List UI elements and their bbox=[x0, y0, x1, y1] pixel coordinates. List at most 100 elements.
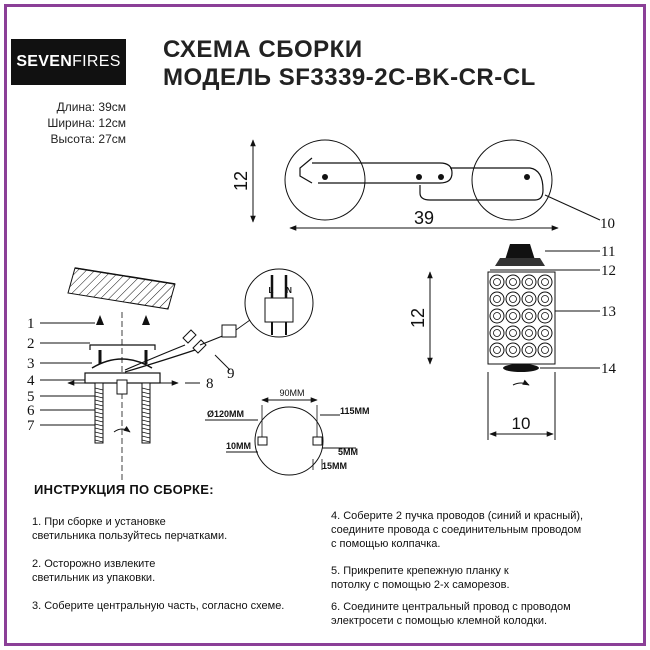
thread bbox=[141, 435, 151, 439]
shade-bottom-ring bbox=[503, 364, 539, 372]
diameter-label: Ø120ММ bbox=[207, 409, 244, 419]
instructions-heading: ИНСТРУКЦИЯ ПО СБОРКЕ: bbox=[34, 482, 214, 497]
part13-label: 13 bbox=[601, 304, 616, 320]
dimensions-block: Длина: 39см Ширина: 12см Высота: 27см bbox=[47, 99, 126, 147]
instruction-4: 4. Соберите 2 пучка проводов (синий и кр… bbox=[331, 509, 636, 551]
crystal bbox=[489, 274, 505, 290]
page-title: СХЕМА СБОРКИ МОДЕЛЬ SF3339-2C-BK-CR-CL bbox=[163, 36, 536, 92]
instruction-5-line-1: 5. Прикрепите крепежную планку к bbox=[331, 565, 509, 577]
plate-top-label: 90ММ bbox=[279, 388, 304, 398]
crystal bbox=[505, 291, 521, 307]
crystal-facet bbox=[509, 346, 517, 354]
center-nut bbox=[116, 379, 128, 395]
crystal-facet bbox=[525, 295, 533, 303]
thread bbox=[141, 439, 151, 443]
title-line-1: СХЕМА СБОРКИ bbox=[163, 36, 363, 63]
thread bbox=[94, 387, 104, 391]
crystal-facet bbox=[509, 278, 517, 286]
thread bbox=[94, 411, 104, 415]
thread bbox=[94, 391, 104, 395]
crystal bbox=[537, 308, 553, 324]
crystal-facet bbox=[525, 346, 533, 354]
thread bbox=[141, 403, 151, 407]
crystal-facet bbox=[493, 312, 501, 320]
part4-label: 4 bbox=[27, 373, 35, 389]
thread bbox=[94, 439, 104, 443]
thread bbox=[94, 435, 104, 439]
thread bbox=[94, 407, 104, 411]
instruction-4-line-3: с помощью колпачка. bbox=[331, 538, 441, 550]
dim-width: Ширина: 12см bbox=[47, 116, 126, 130]
plate-circle bbox=[254, 406, 324, 476]
part7-label: 7 bbox=[27, 418, 35, 434]
part2-label: 2 bbox=[27, 336, 35, 352]
part14-label: 14 bbox=[601, 361, 617, 377]
zoom-wires bbox=[270, 275, 288, 298]
crystal-facet bbox=[493, 346, 501, 354]
instruction-4-line-2: соедините провода с соединительным прово… bbox=[331, 524, 582, 536]
crystal bbox=[505, 274, 521, 290]
top-screw-1 bbox=[322, 174, 328, 180]
top-screw-4 bbox=[524, 174, 530, 180]
thread bbox=[94, 403, 104, 407]
thread bbox=[94, 431, 104, 435]
wire-n-label: N bbox=[286, 286, 292, 295]
wire-join bbox=[199, 334, 226, 346]
crystal bbox=[521, 325, 537, 341]
part10-leader bbox=[544, 194, 601, 221]
thread bbox=[141, 431, 151, 435]
top-width-label: 39 bbox=[414, 208, 434, 228]
crystal-facet bbox=[525, 329, 533, 337]
thread bbox=[94, 399, 104, 403]
part9-leader bbox=[214, 354, 231, 371]
ceiling-line bbox=[74, 267, 176, 285]
top-screw-2 bbox=[416, 174, 422, 180]
thread bbox=[94, 395, 104, 399]
thread bbox=[141, 399, 151, 403]
top-screw-3 bbox=[438, 174, 444, 180]
crystal-facet bbox=[541, 312, 549, 320]
thread bbox=[141, 395, 151, 399]
shade-bulb-outline bbox=[487, 372, 556, 440]
zoom-wires-out bbox=[271, 322, 287, 335]
top-arm-bend bbox=[299, 157, 313, 184]
crystal-facet bbox=[541, 346, 549, 354]
thread bbox=[141, 423, 151, 427]
left-slot-label: 10ММ bbox=[226, 441, 251, 451]
crystal-facet bbox=[493, 295, 501, 303]
thread bbox=[141, 427, 151, 431]
instruction-5: 5. Прикрепите крепежную планку к потолку… bbox=[331, 564, 636, 592]
crystal bbox=[537, 342, 553, 358]
wire-l-label: L bbox=[269, 286, 274, 295]
bottom-dim-label: 15ММ bbox=[322, 461, 347, 471]
instruction-6: 6. Соедините центральный провод с провод… bbox=[331, 600, 636, 628]
crystal-facet bbox=[509, 312, 517, 320]
logo-bold: SEVEN bbox=[16, 53, 73, 70]
top-height-label: 12 bbox=[231, 171, 251, 191]
dowels bbox=[96, 315, 150, 325]
top-view: 12 39 10 bbox=[231, 139, 615, 232]
part12-label: 12 bbox=[601, 263, 616, 279]
logo-regular: FIRES bbox=[72, 53, 121, 70]
shade-width-label: 10 bbox=[512, 414, 531, 433]
crystal bbox=[489, 308, 505, 324]
crystal bbox=[489, 291, 505, 307]
plate-view: 90ММ Ø120ММ 115ММ 10ММ 5ММ 15ММ bbox=[205, 388, 370, 476]
instruction-2-line-2: светильник из упаковки. bbox=[32, 572, 156, 584]
crystal bbox=[505, 308, 521, 324]
thread bbox=[94, 423, 104, 427]
ceiling-hatch bbox=[67, 267, 176, 310]
crystal-facet bbox=[525, 278, 533, 286]
thread bbox=[94, 415, 104, 419]
mount-view: 1 2 3 4 8 5 6 7 9 L bbox=[27, 267, 314, 480]
crystal-facet bbox=[525, 312, 533, 320]
crystal bbox=[521, 308, 537, 324]
crystal-facet bbox=[493, 278, 501, 286]
slot-gap-label: 5ММ bbox=[338, 447, 358, 457]
thread bbox=[141, 411, 151, 415]
thread bbox=[94, 427, 104, 431]
instruction-5-line-2: потолку с помощью 2-х саморезов. bbox=[331, 579, 510, 591]
dim-height: Высота: 27см bbox=[50, 132, 126, 146]
part1-label: 1 bbox=[27, 316, 35, 332]
